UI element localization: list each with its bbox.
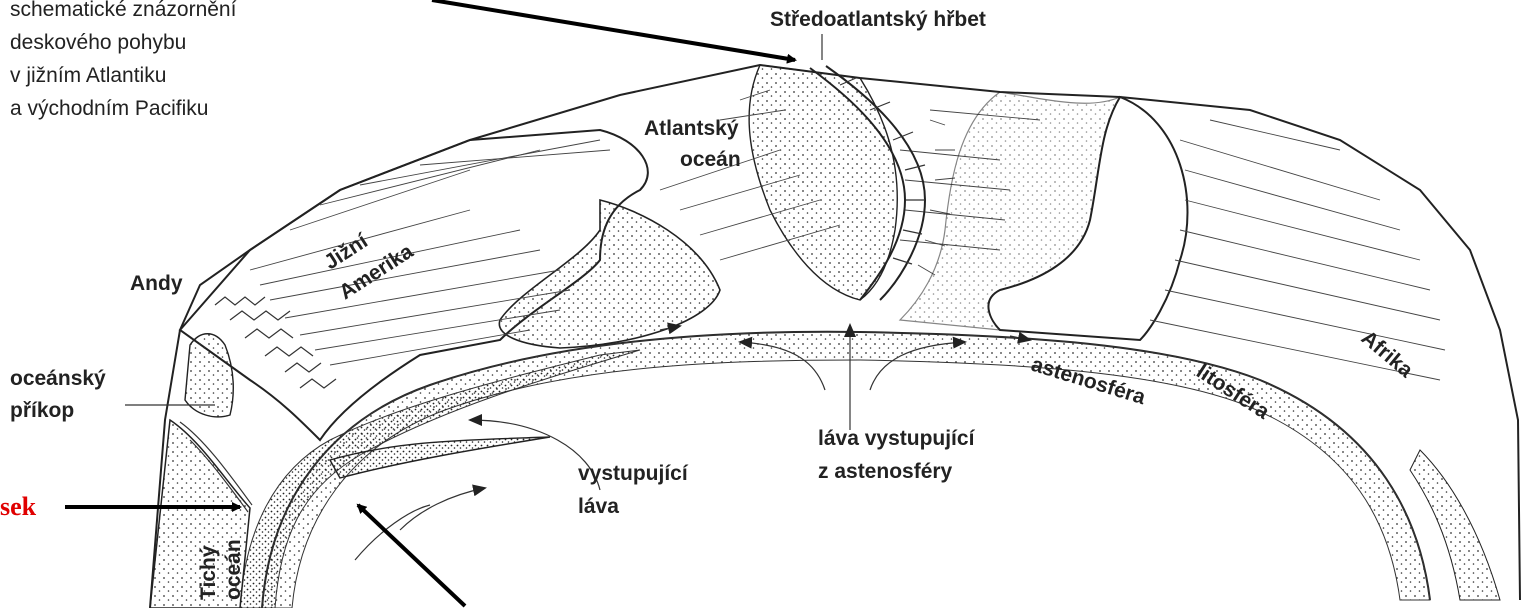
label-pacific-ocean-2: oceán: [222, 539, 245, 600]
label-lava-from-asthenosphere-1: láva vystupující: [818, 427, 976, 450]
label-ocean-trench-2: příkop: [10, 399, 74, 422]
label-cut-left: sek: [0, 492, 37, 521]
caption-line-1: schematické znázornění: [10, 0, 237, 21]
caption-line-4: a východním Pacifiku: [10, 97, 208, 120]
label-lava-from-asthenosphere-2: z astenosféry: [818, 460, 953, 483]
caption-line-2: deskového pohybu: [10, 31, 186, 54]
ridge-pointer-arrow: [432, 0, 795, 60]
label-andes: Andy: [130, 272, 183, 295]
label-rising-lava-1: vystupující: [578, 462, 689, 485]
label-atlantic-ocean-1: Atlantský: [644, 117, 739, 140]
caption-line-3: v jižním Atlantiku: [10, 64, 166, 87]
label-rising-lava-2: láva: [578, 495, 619, 518]
label-pacific-ocean-1: Tichý: [197, 545, 220, 600]
caption-block: schematické znázornění deskového pohybu …: [10, 0, 237, 120]
label-atlantic-ocean-2: oceán: [680, 148, 741, 171]
label-africa: Afrika: [1357, 326, 1418, 382]
label-mid-atlantic-ridge: Středoatlantský hřbet: [770, 8, 986, 31]
label-ocean-trench-1: oceánský: [10, 367, 106, 390]
